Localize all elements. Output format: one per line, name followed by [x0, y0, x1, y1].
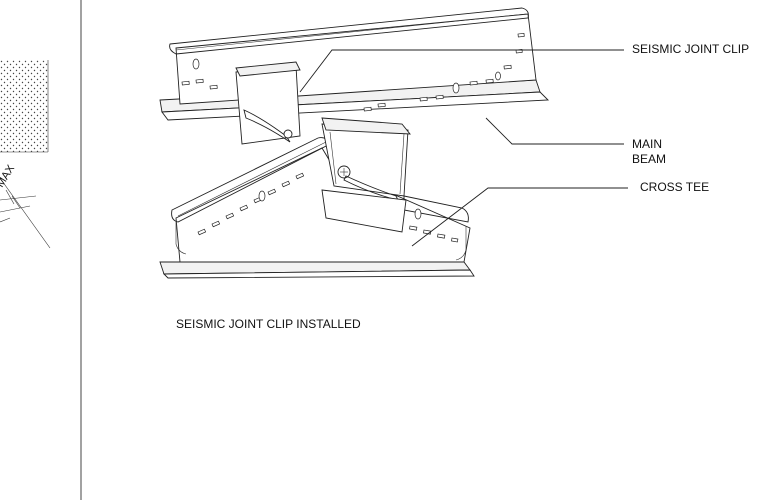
- leader-seismic-joint-clip: [299, 49, 624, 93]
- label-cross-tee: CROSS TEE: [640, 180, 710, 194]
- label-main-beam-line1: MAIN: [632, 137, 662, 151]
- label-main-beam-line2: BEAM: [632, 152, 667, 166]
- leader-lines: [299, 49, 628, 247]
- leader-main-beam: [485, 117, 624, 145]
- detail-caption: SEISMIC JOINT CLIP INSTALLED: [176, 317, 361, 331]
- side-fragment-text: MAX: [0, 162, 18, 189]
- main-beam: [159, 7, 550, 121]
- seismic-joint-clip: [235, 61, 411, 233]
- cross-tee: [159, 137, 475, 279]
- leader-cross-tee: [411, 187, 628, 247]
- dotted-section-hatch: [0, 60, 48, 152]
- adjacent-detail-fragment: [0, 60, 51, 249]
- label-seismic-joint-clip: SEISMIC JOINT CLIP: [632, 42, 750, 56]
